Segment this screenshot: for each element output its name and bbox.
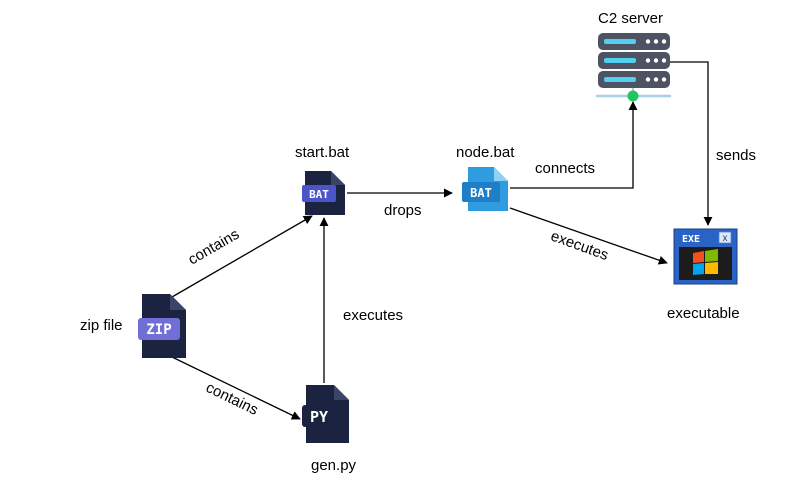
gen-py-badge-text: PY: [310, 408, 328, 426]
start-bat-icon: BAT: [302, 171, 345, 215]
node-executable[interactable]: EXE x executable: [667, 228, 740, 322]
zip-badge-text: ZIP: [146, 322, 171, 338]
edge-node-to-exe: [509, 207, 668, 265]
windows-logo-icon: [693, 249, 718, 275]
node-node-bat[interactable]: node.bat BAT: [456, 144, 515, 211]
edge-label-start-node: drops: [384, 202, 422, 219]
edge-label-gen-start: executes: [343, 307, 403, 324]
edges: [171, 61, 713, 420]
edge-label-node-c2: connects: [535, 160, 595, 177]
start-bat-badge-text: BAT: [309, 188, 329, 201]
node-gen-py[interactable]: PY gen.py: [302, 385, 357, 474]
gen-py-icon: PY: [302, 385, 349, 443]
gen-py-label: gen.py: [311, 457, 357, 474]
executable-label: executable: [667, 305, 740, 322]
node-start-bat[interactable]: start.bat BAT: [295, 144, 350, 215]
c2-server-label: C2 server: [598, 10, 663, 27]
edge-label-zip-gen: contains: [203, 379, 261, 419]
node-bat-label: node.bat: [456, 144, 515, 161]
node-bat-icon: BAT: [462, 167, 508, 211]
server-icon: [595, 33, 672, 102]
edge-zip-to-start: [171, 215, 313, 298]
server-status-dot: [627, 90, 639, 102]
edge-node-to-c2: [510, 101, 638, 189]
exe-badge-text: EXE: [682, 234, 700, 245]
exe-close-glyph: x: [723, 233, 728, 244]
node-bat-badge-text: BAT: [470, 186, 492, 200]
exe-window-icon: EXE x: [673, 228, 738, 285]
start-bat-label: start.bat: [295, 144, 350, 161]
node-c2-server[interactable]: C2 server: [595, 10, 672, 102]
edge-c2-to-exe: [670, 61, 713, 226]
zip-file-label: zip file: [80, 317, 123, 334]
node-zip-file[interactable]: zip file ZIP: [80, 294, 186, 358]
zip-file-icon: ZIP: [138, 294, 186, 358]
edge-zip-to-gen: [171, 356, 301, 420]
edge-label-c2-exe: sends: [716, 147, 756, 164]
